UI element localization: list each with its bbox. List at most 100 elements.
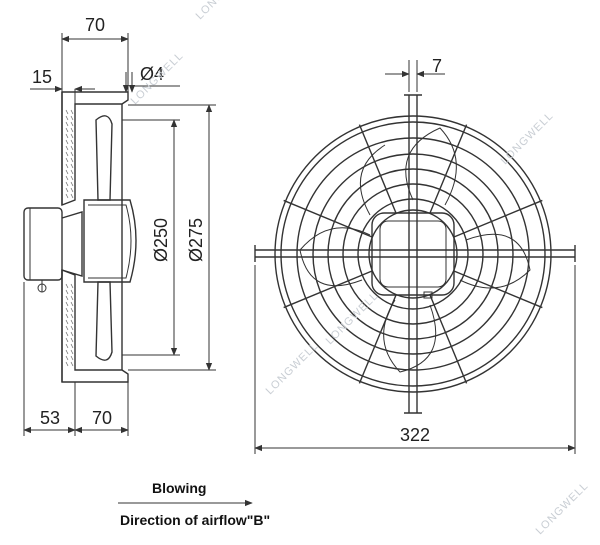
guard-hatch-mark [70, 127, 74, 133]
dim-guard-wire: 7 [385, 56, 445, 92]
guard-hatch-mark [65, 319, 69, 325]
guard-hatch-mark [65, 181, 69, 187]
guard-hatch-mark [65, 313, 69, 319]
dim-hole: Ø4 [122, 64, 180, 93]
guard-hatch-mark [70, 115, 74, 121]
guard-hatch-mark [65, 175, 69, 181]
guard-spoke [358, 124, 397, 214]
guard-hatch-mark [70, 295, 74, 301]
guard-hatch-mark [65, 355, 69, 361]
guard-hatch-mark [70, 109, 74, 115]
guard-hatch-mark [65, 325, 69, 331]
guard-hatch-mark [65, 301, 69, 307]
guard-hatch-mark [65, 133, 69, 139]
airflow-direction-label: Direction of airflow"B" [120, 512, 270, 528]
guard-hatch-mark [70, 145, 74, 151]
guard-hatch-mark [70, 361, 74, 367]
guard-hatch-mark [70, 349, 74, 355]
mounting-brackets [254, 94, 576, 414]
side-guard-hatching [65, 109, 74, 367]
guard-spoke [453, 199, 543, 238]
dim-outer-diameter-label: Ø275 [186, 218, 206, 262]
watermark-text-5: LONGWELL [499, 110, 556, 167]
guard-hatch-mark [65, 289, 69, 295]
guard-spoke [283, 199, 373, 238]
guard-hatch-mark [65, 193, 69, 199]
guard-hatch-mark [65, 343, 69, 349]
guard-hatch-mark [65, 145, 69, 151]
guard-hatch-mark [65, 283, 69, 289]
watermark-text-2: LONGWELL [129, 50, 186, 107]
guard-hatch-mark [70, 157, 74, 163]
guard-hatch-mark [65, 361, 69, 367]
guard-hatch-mark [70, 163, 74, 169]
airflow-caption: Blowing Direction of airflow"B" [118, 480, 270, 528]
watermark-text-4: LONGWELL [324, 290, 381, 347]
guard-hatch-mark [70, 319, 74, 325]
watermark-text-3: LONGWELL [264, 340, 321, 397]
guard-hatch-mark [65, 151, 69, 157]
dim-housing-depth: 70 [61, 15, 129, 92]
guard-hatch-mark [65, 121, 69, 127]
airflow-mode-label: Blowing [152, 480, 206, 496]
guard-spoke [429, 294, 468, 384]
guard-hatch-mark [70, 175, 74, 181]
dim-bottom: 53 70 [23, 282, 129, 436]
front-view: 7 322 [254, 56, 576, 454]
dim-hole-label: Ø4 [140, 64, 164, 84]
guard-hatch-mark [70, 181, 74, 187]
guard-hatch-mark [65, 115, 69, 121]
side-view: 70 15 Ø4 Ø250 Ø275 [23, 15, 216, 436]
dim-fan-diameter-label: Ø250 [151, 218, 171, 262]
guard-hatch-mark [65, 163, 69, 169]
guard-rings [274, 115, 552, 393]
guard-hatch-mark [65, 337, 69, 343]
guard-hatch-mark [65, 139, 69, 145]
guard-spoke [283, 270, 373, 309]
dim-guard-width-label: 322 [400, 425, 430, 445]
center-hub [371, 212, 455, 299]
guard-hatch-mark [70, 343, 74, 349]
watermark-text-1: LONGWELL [194, 0, 251, 22]
guard-hatch-mark [70, 313, 74, 319]
guard-hatch-mark [70, 169, 74, 175]
guard-hatch-mark [65, 307, 69, 313]
guard-hatch-mark [65, 349, 69, 355]
watermark-text-6: LONGWELL [534, 480, 591, 537]
guard-hatch-mark [65, 169, 69, 175]
dim-motor-depth-label: 53 [40, 408, 60, 428]
dim-blade-depth-label: 70 [92, 408, 112, 428]
guard-hatch-mark [65, 127, 69, 133]
guard-hatch-mark [70, 331, 74, 337]
dim-housing-depth-label: 70 [85, 15, 105, 35]
guard-hatch-mark [70, 187, 74, 193]
guard-hatch-mark [70, 193, 74, 199]
guard-hatch-mark [65, 109, 69, 115]
guard-hatch-mark [65, 157, 69, 163]
side-housing [61, 91, 129, 383]
guard-hatch-mark [70, 283, 74, 289]
side-hub-blade [83, 115, 137, 361]
dim-guard-wire-label: 7 [432, 56, 442, 76]
guard-hatch-mark [70, 325, 74, 331]
guard-hatch-mark [70, 139, 74, 145]
dim-flange: 15 [30, 67, 95, 104]
guard-hatch-mark [70, 301, 74, 307]
guard-hatch-mark [70, 121, 74, 127]
guard-hatch-mark [65, 187, 69, 193]
guard-hatch-mark [65, 331, 69, 337]
dim-fan-diameter: Ø250 [122, 119, 180, 356]
guard-hatch-mark [70, 337, 74, 343]
guard-spoke [453, 270, 543, 309]
guard-spoke [429, 124, 468, 214]
side-motor [23, 207, 83, 293]
guard-hatch-mark [70, 151, 74, 157]
guard-hatch-mark [70, 133, 74, 139]
guard-hatch-mark [70, 355, 74, 361]
dim-outer-diameter: Ø275 [128, 104, 216, 371]
guard-hatch-mark [65, 295, 69, 301]
dim-guard-width: 322 [254, 265, 576, 454]
guard-hatch-mark [70, 289, 74, 295]
dim-flange-label: 15 [32, 67, 52, 87]
